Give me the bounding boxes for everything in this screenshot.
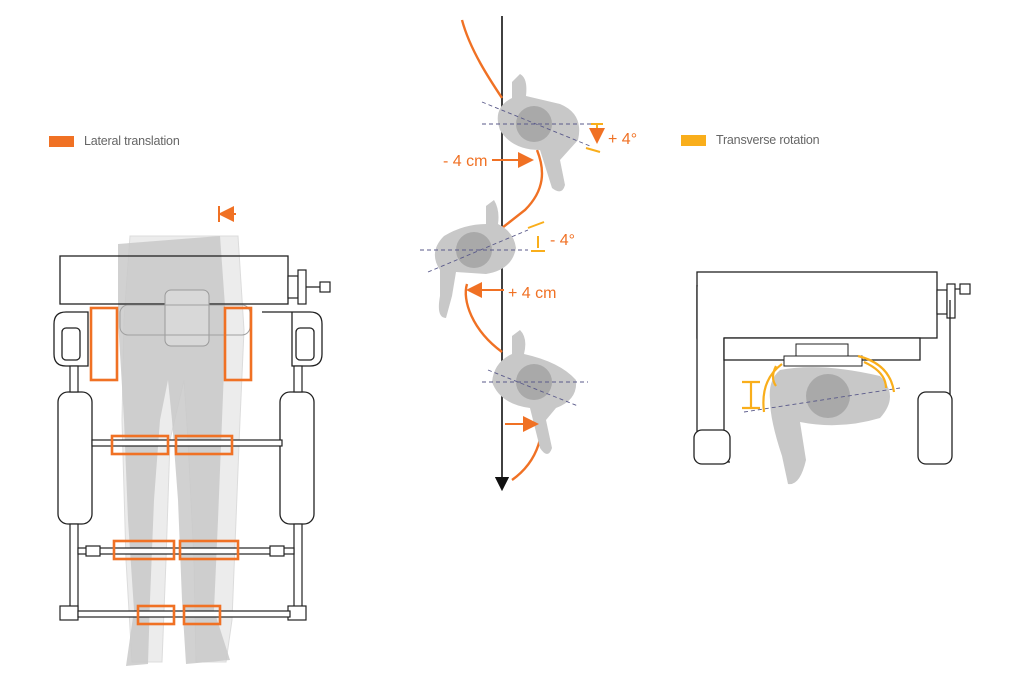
back-block	[696, 271, 938, 339]
cuff-thigh-right	[174, 434, 234, 456]
lateral-cuffs	[89, 306, 253, 626]
top-view-exoskeleton	[693, 271, 971, 485]
legend-transverse-label: Transverse rotation	[716, 133, 820, 147]
frame-tubes	[59, 365, 307, 621]
pelvis-figure-2	[420, 200, 529, 318]
label-trans-plus: + 4 cm	[508, 285, 556, 302]
legend-lateral-label: Lateral translation	[84, 134, 180, 148]
rotation-cuffs	[742, 354, 896, 413]
translation-arrows	[466, 152, 539, 432]
top-view-gait-sequence: + 4° - 4 cm - 4° + 4 cm	[420, 16, 637, 492]
cuff-shank-right	[178, 539, 240, 561]
legend-lateral-translation: Lateral translation	[49, 134, 180, 148]
pelvis-figure-3	[482, 330, 588, 454]
label-rot-minus: - 4°	[550, 232, 575, 249]
cuff-ankle-left	[136, 604, 176, 626]
cuff-hip-right	[223, 306, 253, 382]
legend-transverse-rotation: Transverse rotation	[681, 133, 820, 147]
pelvis-pad-center	[164, 289, 210, 347]
pelvis-figure-1	[481, 74, 600, 192]
cuff-ankle-right	[182, 604, 222, 626]
label-rot-plus: + 4°	[608, 131, 637, 148]
cuff-shank-left	[112, 539, 176, 561]
legend-swatch-orange	[49, 135, 74, 147]
legend-swatch-yellow	[681, 134, 706, 146]
rotation-markers	[527, 123, 605, 252]
pelvis-body-top	[743, 367, 901, 485]
side-rails	[693, 285, 953, 465]
front-view-exoskeleton	[53, 206, 331, 666]
translation-indicator	[218, 206, 236, 222]
cuff-hip-left	[89, 306, 119, 382]
pelvis-knob	[287, 269, 331, 305]
cuff-thigh-left	[110, 434, 170, 456]
hip-joints	[53, 311, 323, 367]
top-knob	[936, 283, 971, 319]
label-trans-minus: - 4 cm	[443, 153, 487, 170]
